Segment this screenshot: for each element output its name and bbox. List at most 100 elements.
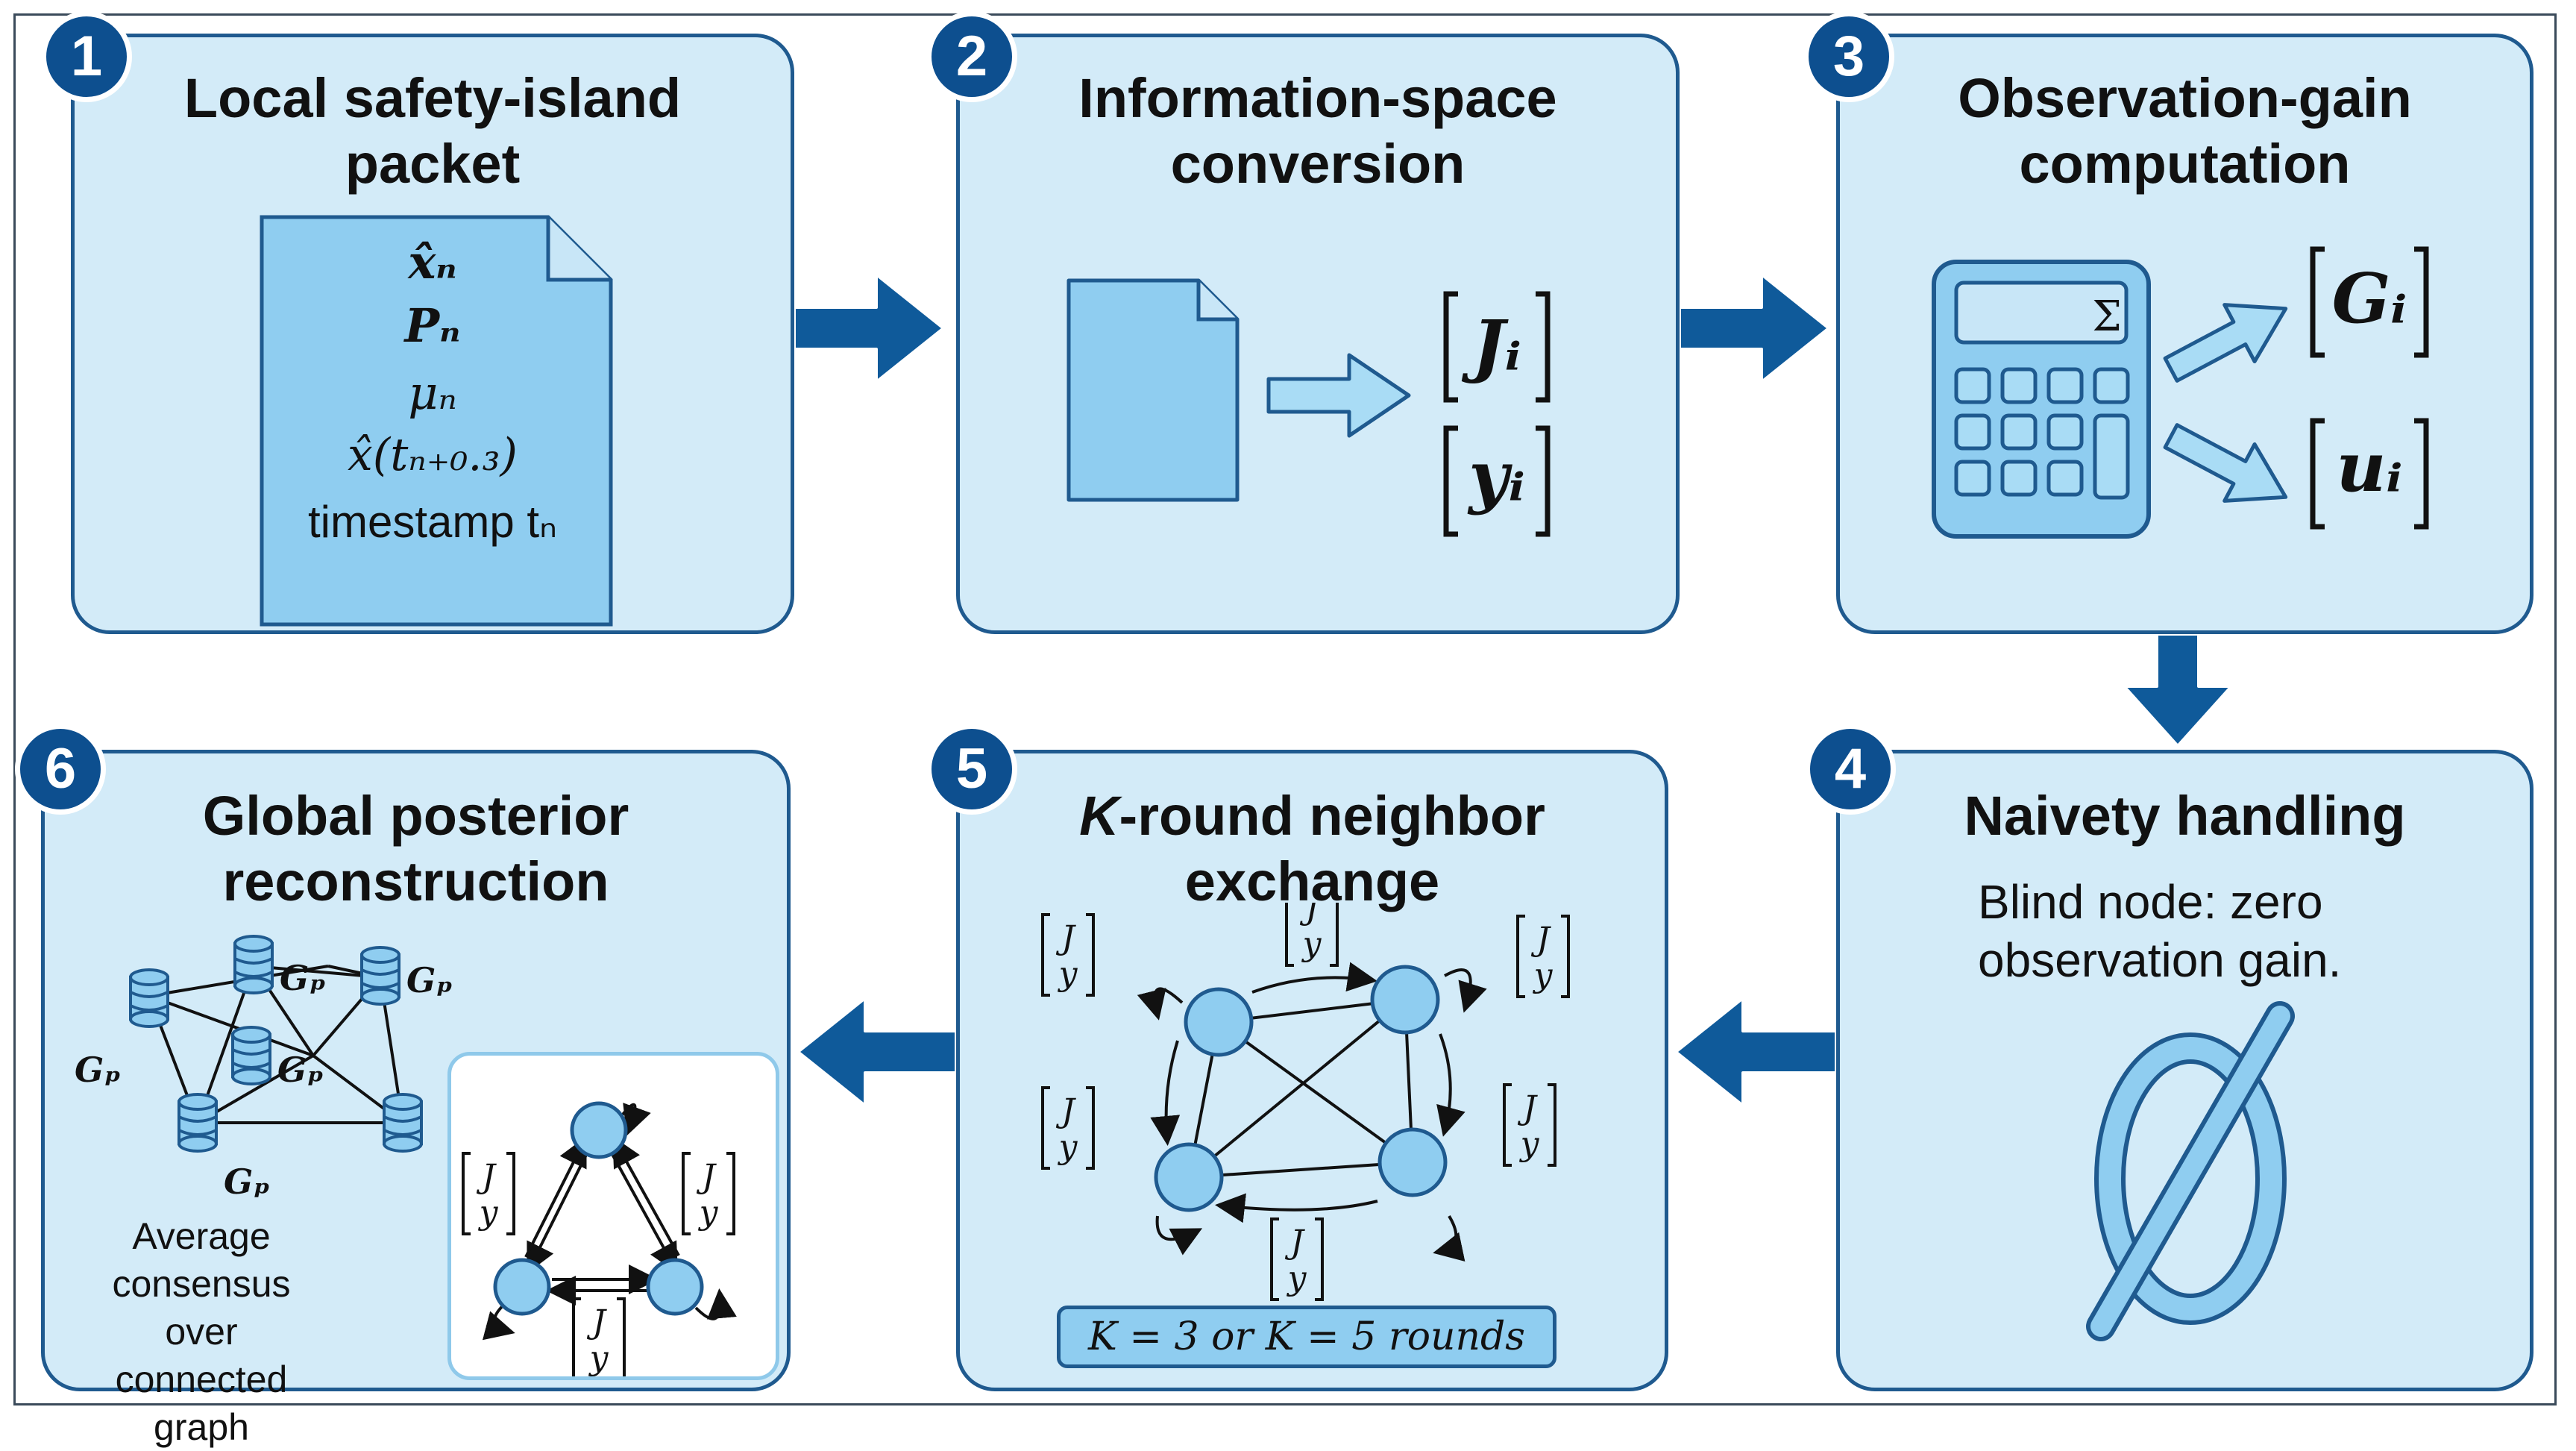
packet-mu: μₙ [408,366,457,420]
database-icon [129,968,169,1028]
document-icon [1066,278,1240,502]
step-1-badge: 1 [41,11,132,102]
convert-arrow-icon [1266,353,1411,438]
svg-text:J: J [1530,921,1551,959]
step-1-panel: Local safety-island packet x̂ₙ Pₙ μₙ x̂(… [71,34,794,634]
svg-text:y: y [1058,955,1078,993]
exchange-node [1370,965,1440,1035]
step-5-title-k: K [1079,785,1119,847]
step-4-title-line1: Naivety handling [1964,785,2406,847]
svg-text:J: J [1299,903,1320,927]
svg-text:y: y [1533,956,1554,994]
gain-arrow-up-icon [2163,303,2288,383]
calculator-icon: Σ [1932,260,2151,539]
gain-arrow-down-icon [2163,423,2288,503]
step-1-title-line1: Local safety-island [183,67,682,129]
step-2-title: Information-space conversion [960,66,1676,197]
packet-covariance: Pₙ [404,298,461,353]
svg-text:Jᵢ: Jᵢ [1461,305,1521,386]
gain-label: Gₚ [280,958,326,998]
exchange-node [1154,1142,1224,1212]
gain-label: Gₚ [406,960,453,1000]
svg-text:y: y [1519,1125,1540,1163]
consensus-node [493,1258,551,1316]
step-3-title: Observation-gain computation [1840,66,2530,197]
step-4-panel: Naivety handling Blind node: zero observ… [1836,750,2533,1391]
database-icon [383,1093,423,1153]
flow-arrow-5-to-6 [797,997,956,1107]
svg-text:yᵢ: yᵢ [1467,436,1524,516]
consensus-caption: Average consensus over connected graph [89,1212,313,1451]
step-6-title: Global posterior reconstruction [45,783,787,915]
gain-vector-u: uᵢ [2310,418,2429,530]
step-3-badge: 3 [1803,11,1894,102]
svg-text:J: J [476,1158,497,1196]
vector-label: Jy Jy Jy Jy Jy Jy [1041,903,1570,1301]
flow-arrow-3-to-4 [2123,634,2233,748]
caption-line1: Average [132,1215,271,1257]
flow-arrow-2-to-3 [1680,273,1830,383]
database-network-graph: Gₚ Gₚ Gₚ Gₚ Gₚ [75,935,453,1202]
flow-arrow-1-to-2 [794,273,945,383]
svg-text:J: J [1055,919,1076,957]
step-2-title-line1: Information-space [1078,67,1557,129]
svg-text:uᵢ: uᵢ [2337,427,2403,507]
database-icon [231,1026,271,1085]
step-4-title: Naivety handling [1840,783,2530,849]
database-icon [360,946,400,1006]
caption-line3: connected graph [115,1358,288,1448]
step-4-desc-line1: Blind node: zero [1978,875,2323,929]
svg-text:J: J [1055,1092,1076,1130]
step-3-panel: Observation-gain computation Σ Gᵢ uᵢ [1836,34,2533,634]
svg-text:J: J [1517,1089,1538,1127]
packet-document-icon [260,215,613,627]
flow-arrow-4-to-5 [1674,997,1836,1107]
empty-set-icon [2086,1001,2295,1341]
consensus-triangle-graph: Jy Jy Jy [462,1101,737,1381]
consensus-node [646,1258,704,1316]
step-3-title-line2: computation [2019,133,2351,195]
step-5-title-line2: exchange [1184,850,1440,912]
database-icon [178,1093,218,1153]
gain-label: Gₚ [277,1050,324,1090]
step-4-badge: 4 [1805,724,1896,815]
step-5-badge: 5 [926,724,1017,815]
svg-text:y: y [1287,1259,1307,1297]
step-3-title-line1: Observation-gain [1958,67,2412,129]
step-6-title-line2: reconstruction [222,850,609,912]
info-vector-y: yᵢ [1443,425,1551,537]
exchange-node [1377,1127,1448,1197]
svg-text:J: J [586,1303,607,1341]
database-icon [233,935,274,994]
svg-text:Gᵢ: Gᵢ [2332,258,2407,339]
step-5-title-line1: K-round neighbor [960,783,1665,849]
svg-text:J: J [1284,1223,1305,1262]
step-2-badge: 2 [926,11,1017,102]
step-6-badge: 6 [15,724,106,815]
vector-label: Jy Jy Jy [462,1152,735,1381]
svg-text:y: y [478,1194,499,1232]
svg-text:Σ: Σ [2092,292,2122,341]
packet-timestamp: timestamp tₙ [308,497,557,547]
svg-text:J: J [696,1158,717,1196]
step-5-title-rest: -round neighbor [1119,785,1545,847]
step-2-title-line2: conversion [1170,133,1466,195]
rounds-label-box: K = 3 or K = 5 rounds [1057,1306,1556,1368]
gain-label: Gₚ [224,1162,270,1202]
svg-text:y: y [1301,925,1322,963]
caption-line2: consensus over [112,1263,291,1353]
step-5-title: K-round neighbor exchange [960,783,1665,915]
gain-label: Gₚ [75,1050,121,1090]
svg-text:y: y [588,1339,609,1376]
step-4-desc-line2: observation gain. [1978,933,2342,987]
consensus-node [570,1101,628,1159]
step-4-description: Blind node: zero observation gain. [1978,873,2341,989]
step-1-title: Local safety-island packet [75,66,791,197]
svg-text:y: y [698,1194,719,1232]
exchange-node [1184,987,1254,1057]
rounds-label: K = 3 or K = 5 rounds [1088,1314,1525,1359]
info-matrix-J: Jᵢ [1443,291,1551,403]
packet-x-hat: x̂ₙ [408,235,457,289]
packet-predicted-state: x̂(tₙ₊₀.₃) [348,429,518,481]
